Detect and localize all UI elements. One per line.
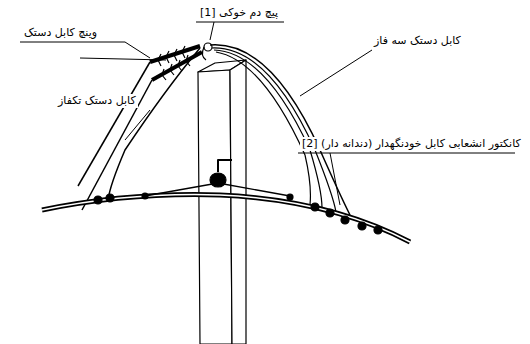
single-phase-cable	[108, 48, 200, 200]
bracket	[218, 160, 232, 172]
service-cable	[78, 62, 150, 186]
strain-clamp	[150, 46, 202, 80]
main-cable	[42, 195, 410, 242]
suspension-clamp	[145, 183, 290, 196]
three-phase-cable	[210, 45, 350, 215]
callout-label: پیچ دم خوکی [1]	[198, 6, 280, 20]
callout-label: کابل دستک سه فاز	[372, 34, 463, 48]
callout-label: کابل دستک تکفاز	[56, 94, 138, 108]
insulator	[210, 173, 226, 187]
callout-label: کانکتور انشعابی کابل خودنگهدار (دندانه د…	[300, 137, 523, 151]
leader-line	[20, 22, 515, 205]
pole-front	[198, 70, 232, 344]
hook-stem	[202, 47, 206, 60]
callout-label: وینچ کابل دستک	[22, 26, 99, 40]
pole-side	[230, 60, 246, 344]
